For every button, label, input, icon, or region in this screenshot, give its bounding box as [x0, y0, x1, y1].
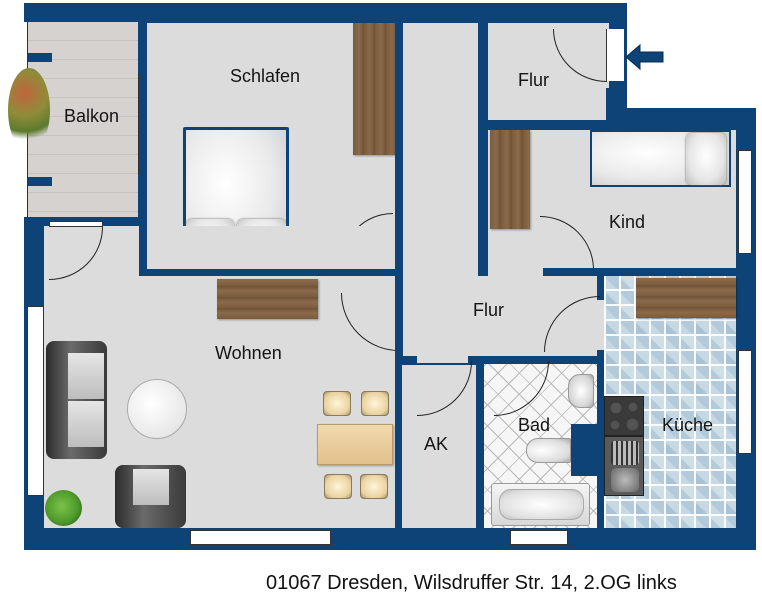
stove	[604, 396, 644, 436]
balkon-railing-post-bottom	[24, 177, 52, 186]
room-label-flur-center: Flur	[473, 300, 504, 320]
balkon-railing-post-top	[24, 53, 52, 62]
wall-ak-west	[395, 356, 402, 528]
door-balkon-frame	[49, 221, 103, 227]
armchair-seat	[133, 469, 169, 505]
pillow-kind	[686, 133, 726, 185]
bathtub	[491, 483, 590, 526]
wall-kind-south	[480, 268, 736, 276]
flur-kind-doorway	[488, 268, 543, 276]
wall-bad-kueche	[597, 270, 604, 528]
wall-schlafen-flur	[395, 22, 403, 212]
ak-wall-top-left	[395, 356, 417, 365]
wardrobe-schlafen	[353, 23, 395, 155]
room-label-ak: AK	[424, 434, 449, 454]
wardrobe-kind	[490, 130, 530, 229]
room-label-kueche: Küche	[662, 415, 714, 435]
room-label-flur-top: Flur	[518, 70, 549, 90]
flower-plant-icon	[8, 68, 50, 152]
sofa-cushion-top	[68, 353, 104, 399]
dining-table	[317, 424, 393, 465]
wall-flur-top-kind	[480, 120, 628, 130]
bathtub-basin	[499, 489, 584, 520]
dining-chair-3	[324, 474, 352, 499]
room-label-balkon: Balkon	[64, 106, 120, 126]
flur-entrance-stub	[480, 82, 488, 122]
kitchen-sink	[604, 436, 644, 496]
burner-2	[627, 401, 639, 413]
window-bad	[510, 530, 568, 545]
window-kueche	[738, 350, 752, 454]
dining-chair-2	[361, 391, 389, 416]
sink-basin	[611, 468, 639, 492]
bad-wall-nub	[571, 424, 597, 476]
schlafen-west-wall	[139, 22, 147, 276]
sideboard-wohnen	[217, 279, 318, 319]
room-label-schlafen: Schlafen	[230, 66, 301, 86]
toilet	[526, 438, 571, 463]
floor-plan: Balkon Schlafen Wohnen Flur Flur	[8, 3, 756, 550]
address-caption: 01067 Dresden, Wilsdruffer Str. 14, 2.OG…	[266, 572, 677, 594]
wall-flur-kind	[480, 122, 488, 276]
kitchen-counter	[636, 278, 736, 318]
washbasin	[568, 374, 594, 408]
wohnen-schlafen-wall	[139, 269, 401, 276]
dining-chair-4	[360, 474, 388, 499]
entrance-door-opening	[606, 29, 624, 81]
window-kind	[738, 150, 752, 254]
sofa-cushion-bottom	[68, 401, 104, 447]
burner-3	[609, 419, 621, 431]
dining-chair-1	[323, 391, 351, 416]
wall-flur-wohnen	[395, 318, 403, 364]
burner-4	[625, 417, 640, 432]
window-wohnen-west	[27, 306, 44, 496]
room-label-wohnen: Wohnen	[215, 343, 282, 363]
room-label-bad: Bad	[518, 415, 551, 435]
entrance-arrow-icon	[626, 44, 664, 70]
flur-kueche-doorway	[597, 300, 604, 350]
sink-drainboard	[611, 441, 639, 465]
burner-1	[609, 401, 623, 415]
potted-plant-icon	[45, 490, 82, 526]
ak-wall-top-right	[468, 356, 482, 365]
wall-ak-bad	[476, 356, 484, 528]
room-label-kind: Kind	[609, 212, 646, 232]
round-coffee-table	[127, 379, 187, 439]
window-wohnen-south	[190, 530, 331, 545]
